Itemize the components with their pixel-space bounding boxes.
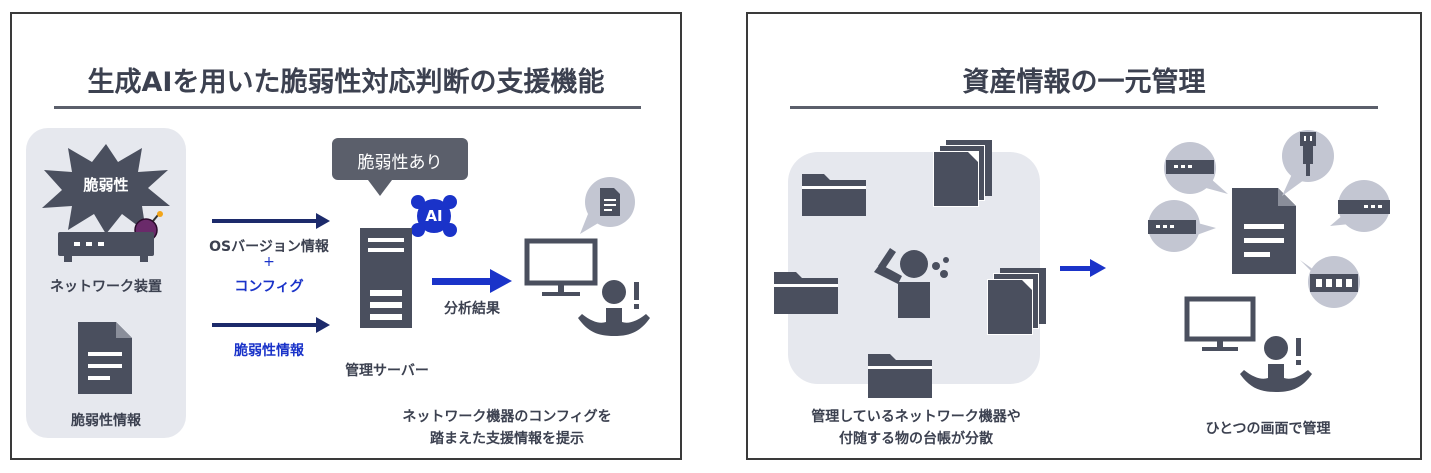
right-title-rule <box>790 106 1378 109</box>
flow-top-line1: OSバージョン情報 <box>209 239 329 255</box>
network-device-icon <box>58 232 154 262</box>
stacked-documents-icon <box>933 140 992 207</box>
bubble-tail <box>368 180 392 196</box>
server-icon <box>360 228 412 328</box>
vuln-bubble <box>332 138 468 180</box>
right-caption-right: ひとつの画面で管理 <box>1205 421 1331 437</box>
cable-bubble-icon <box>1282 130 1334 196</box>
person-confused-icon <box>578 280 650 336</box>
monitor-icon <box>524 238 598 296</box>
right-caption-left-line1: 管理しているネットワーク機器や <box>811 409 1021 425</box>
server-label: 管理サーバー <box>345 363 429 379</box>
burst-label: 脆弱性 <box>83 176 129 194</box>
result-label: 分析結果 <box>444 301 500 317</box>
router-bubble-icon <box>1330 180 1390 232</box>
right-panel-title: 資産情報の一元管理 <box>962 67 1206 98</box>
left-panel: 生成AIを用いた脆弱性対応判断の支援機能 脆弱性 ネットワーク装置 脆弱性情報 <box>10 12 682 460</box>
person-worried-icon <box>874 248 949 318</box>
person-confused-icon <box>1240 336 1312 392</box>
vulnerability-burst-icon <box>42 144 170 234</box>
left-caption-line2: 踏まえた支援情報を提示 <box>430 431 584 447</box>
folder-icon <box>774 272 838 314</box>
flow-top-plus: + <box>263 254 275 270</box>
arrow-right-icon <box>212 317 330 333</box>
vuln-info-label: 脆弱性情報 <box>71 413 141 429</box>
router-bubble-icon <box>1164 142 1228 194</box>
vuln-bubble-text: 脆弱性あり <box>357 153 443 173</box>
folder-icon <box>802 174 866 216</box>
ai-badge-icon <box>411 195 457 237</box>
left-title-rule <box>54 106 641 109</box>
thought-bubble-icon <box>580 177 635 234</box>
central-document-icon <box>1232 188 1296 274</box>
flow-top-line2: コンフィグ <box>234 279 304 295</box>
document-icon <box>78 322 132 394</box>
ai-badge-label: AI <box>425 207 443 225</box>
consolidate-arrow-icon <box>1060 259 1106 277</box>
right-caption-left-line2: 付随する物の台帳が分散 <box>839 431 993 447</box>
flow-bottom-label: 脆弱性情報 <box>234 343 304 359</box>
folder-icon <box>868 354 932 398</box>
memory-bubble-icon <box>1300 256 1360 308</box>
stacked-documents-icon <box>987 268 1046 335</box>
left-panel-title: 生成AIを用いた脆弱性対応判断の支援機能 <box>87 67 605 98</box>
result-arrow-icon <box>432 269 512 293</box>
network-device-label: ネットワーク装置 <box>50 279 162 295</box>
monitor-icon <box>1184 296 1256 351</box>
arrow-right-icon <box>212 213 330 229</box>
router-bubble-icon <box>1148 200 1216 252</box>
left-caption-line1: ネットワーク機器のコンフィグを <box>402 409 612 425</box>
right-panel: 資産情報の一元管理 <box>746 12 1422 460</box>
